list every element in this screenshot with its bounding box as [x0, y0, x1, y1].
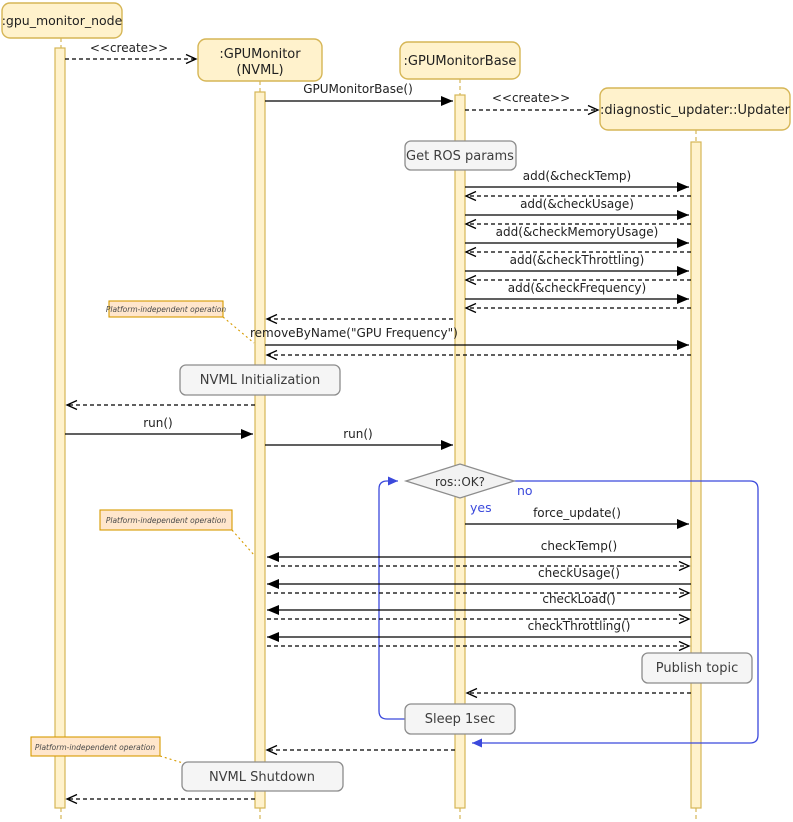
activation-bar-gpu-monitor-base	[454, 94, 466, 809]
participants: :gpu_monitor_node :GPUMonitor (NVML) :GP…	[1, 2, 791, 131]
note-connector-3	[159, 755, 184, 764]
action-get-ros-params-label: Get ROS params	[406, 149, 514, 164]
message-check-usage-label: checkUsage()	[538, 566, 620, 580]
message-create-updater-label: <<create>>	[492, 91, 570, 105]
action-publish-topic-label: Publish topic	[656, 661, 739, 676]
message-check-throttling-label: checkThrottling()	[528, 619, 631, 633]
participant-gpu-monitor-label: :GPUMonitor	[219, 47, 301, 62]
message-check-temp-label: checkTemp()	[541, 539, 617, 553]
participant-gpu-monitor-base	[399, 41, 521, 80]
message-force-update-label: force_update()	[533, 506, 621, 520]
note-platform-independent-2	[99, 509, 233, 531]
notes: Platform-independent operation Platform-…	[30, 300, 255, 764]
action-sleep-label: Sleep 1sec	[425, 712, 495, 727]
message-remove-by-name-label: removeByName("GPU Frequency")	[250, 326, 458, 340]
loop-yes-label: yes	[470, 500, 492, 515]
action-nvml-shutdown-label: NVML Shutdown	[209, 770, 315, 785]
action-publish-topic	[641, 652, 753, 684]
activation-bar-gpu-monitor-node	[54, 47, 66, 809]
participant-gpu-monitor-sublabel: (NVML)	[236, 63, 283, 78]
note-connector-1	[222, 316, 255, 344]
message-add-memory-usage-label: add(&checkMemoryUsage)	[496, 225, 659, 239]
activation-bar-gpu-monitor	[254, 91, 266, 809]
action-nvml-shutdown	[181, 761, 344, 792]
message-check-load-label: checkLoad()	[542, 592, 615, 606]
note-platform-independent-1-label: Platform-independent operation	[106, 305, 227, 314]
action-get-ros-params	[404, 140, 517, 171]
message-create-gpu-monitor-label: <<create>>	[90, 41, 168, 55]
participant-gpu-monitor-node	[1, 2, 123, 39]
message-add-usage-label: add(&checkUsage)	[520, 197, 634, 211]
activation-bars	[54, 47, 702, 809]
activation-bar-updater	[690, 141, 702, 809]
decision-diamond	[403, 463, 517, 499]
loop-no-label: no	[517, 483, 533, 498]
action-nvml-init	[179, 364, 341, 396]
participant-gpu-monitor-base-label: :GPUMonitorBase	[404, 54, 517, 69]
message-run-node-label: run()	[143, 416, 173, 430]
participant-gpu-monitor	[197, 38, 323, 82]
message-run-monitor-label: run()	[343, 427, 373, 441]
message-add-throttling-label: add(&checkThrottling)	[510, 253, 645, 267]
note-connector-2	[231, 529, 255, 556]
action-nvml-init-label: NVML Initialization	[200, 373, 321, 388]
loop-frame: ros::OK? no yes	[378, 463, 759, 748]
messages: <<create>> GPUMonitorBase() <<create>> a…	[65, 41, 691, 805]
loop-exit-edge	[472, 480, 759, 748]
message-add-frequency-label: add(&checkFrequency)	[508, 281, 646, 295]
action-sleep	[404, 703, 516, 735]
note-platform-independent-3-label: Platform-independent operation	[35, 743, 156, 752]
participant-gpu-monitor-node-label: :gpu_monitor_node	[2, 13, 123, 28]
note-platform-independent-1	[108, 300, 224, 318]
participant-updater-label: :diagnostic_updater::Updater	[600, 103, 791, 118]
note-platform-independent-2-label: Platform-independent operation	[106, 516, 227, 525]
note-platform-independent-3	[30, 736, 161, 757]
decision-condition: ros::OK?	[435, 475, 485, 489]
message-add-temp-label: add(&checkTemp)	[523, 169, 631, 183]
loop-back-edge	[378, 476, 405, 720]
message-ctor-label: GPUMonitorBase()	[303, 82, 413, 96]
lifelines	[60, 38, 697, 819]
actions: Get ROS params NVML Initialization Publi…	[179, 140, 753, 792]
participant-updater	[599, 87, 791, 131]
